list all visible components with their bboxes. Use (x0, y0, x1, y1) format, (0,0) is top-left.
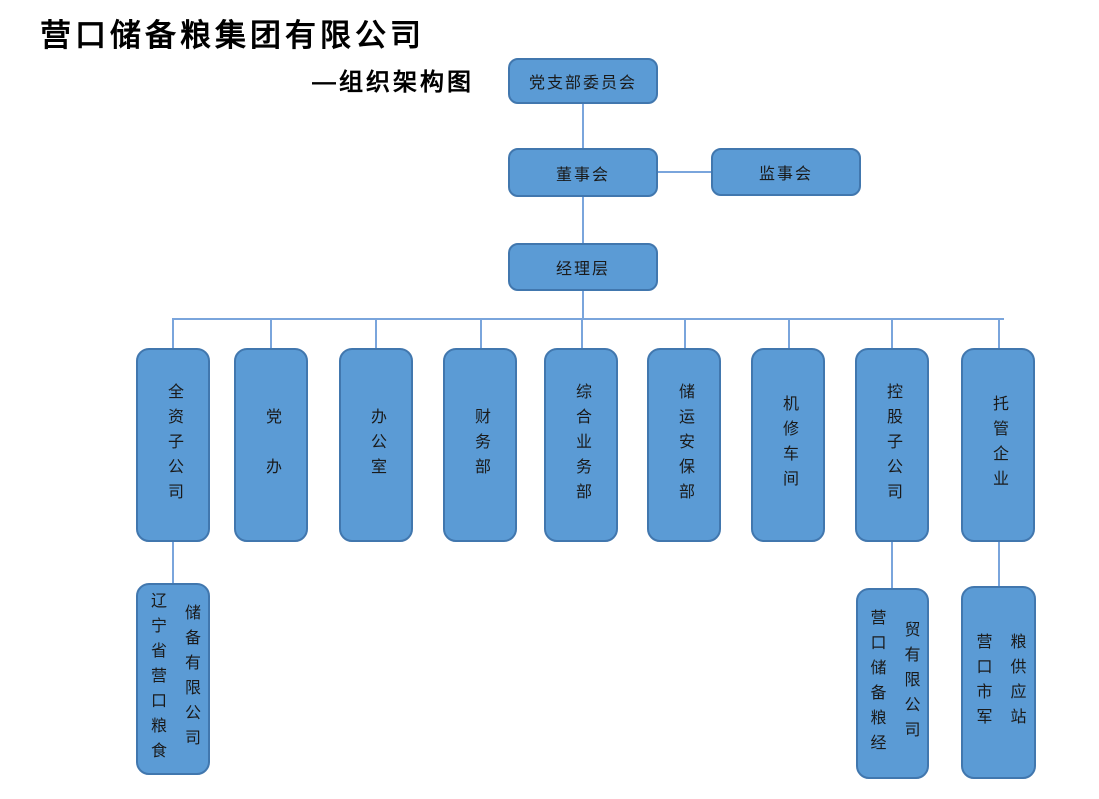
node-board-of-directors: 董事会 (508, 148, 658, 197)
node-board-of-directors-label: 董事会 (555, 166, 610, 184)
connector-dept9-to-sub3 (998, 542, 1000, 586)
connector-dept1-to-sub1 (172, 542, 174, 583)
drop-line-9 (998, 318, 1000, 348)
sub-box-liaoning-yingkou-grain-reserve-co: 辽宁省营口粮食 储备有限公司 (136, 583, 210, 775)
drop-line-1 (172, 318, 174, 348)
sub-label-yingkou-grain-reserve-trade-co: 营口储备粮经 贸有限公司 (867, 608, 919, 759)
dept-label-storage-security-dept: 储运安保部 (676, 382, 693, 508)
dept-box-holding-subsidiary: 控股子公司 (855, 348, 929, 542)
page-title: 营口储备粮集团有限公司 (40, 18, 425, 53)
dept-label-wholly-owned-subsidiary: 全资子公司 (165, 382, 182, 508)
node-party-committee-label: 党支部委员会 (528, 75, 637, 92)
dept-label-holding-subsidiary: 控股子公司 (884, 382, 901, 508)
dept-box-party-office: 党 办 (234, 348, 308, 542)
node-management-layer: 经理层 (508, 243, 658, 291)
connector-dept8-to-sub2 (891, 542, 893, 588)
dept-label-entrusted-enterprise: 托管企业 (990, 395, 1007, 495)
dept-box-finance-dept: 财务部 (443, 348, 517, 542)
node-supervisory-board: 监事会 (711, 148, 861, 196)
page-subtitle: —组织架构图 (312, 69, 474, 96)
sub-label-liaoning-yingkou-grain-reserve-co: 辽宁省营口粮食 储备有限公司 (148, 591, 199, 767)
drop-line-2 (270, 318, 272, 348)
dept-box-storage-security-dept: 储运安保部 (647, 348, 721, 542)
dept-label-general-office: 办公室 (368, 407, 385, 483)
dept-box-machine-repair-workshop: 机修车间 (751, 348, 825, 542)
dept-box-wholly-owned-subsidiary: 全资子公司 (136, 348, 210, 542)
dept-box-entrusted-enterprise: 托管企业 (961, 348, 1035, 542)
connector-bus-line (172, 318, 1004, 320)
dept-box-general-office: 办公室 (339, 348, 413, 542)
drop-line-5 (581, 318, 583, 348)
drop-line-4 (480, 318, 482, 348)
node-party-committee: 党支部委员会 (508, 58, 658, 104)
drop-line-3 (375, 318, 377, 348)
drop-line-6 (684, 318, 686, 348)
connector-board-to-supervisory (658, 171, 711, 173)
node-supervisory-board-label: 监事会 (758, 166, 813, 183)
sub-label-yingkou-military-grain-station: 营口市军 粮供应站 (973, 632, 1025, 733)
dept-box-comprehensive-business-dept: 综合业务部 (544, 348, 618, 542)
dept-label-comprehensive-business-dept: 综合业务部 (573, 382, 590, 508)
dept-label-machine-repair-workshop: 机修车间 (780, 395, 797, 495)
drop-line-7 (788, 318, 790, 348)
node-management-layer-label: 经理层 (555, 261, 610, 278)
connector-party-to-board (582, 104, 584, 148)
connector-management-to-bus (582, 291, 584, 319)
sub-box-yingkou-grain-reserve-trade-co: 营口储备粮经 贸有限公司 (856, 588, 929, 779)
connector-board-to-management (582, 197, 584, 243)
dept-label-party-office: 党 办 (263, 407, 280, 483)
sub-box-yingkou-military-grain-station: 营口市军 粮供应站 (961, 586, 1036, 779)
drop-line-8 (891, 318, 893, 348)
dept-label-finance-dept: 财务部 (472, 407, 489, 483)
